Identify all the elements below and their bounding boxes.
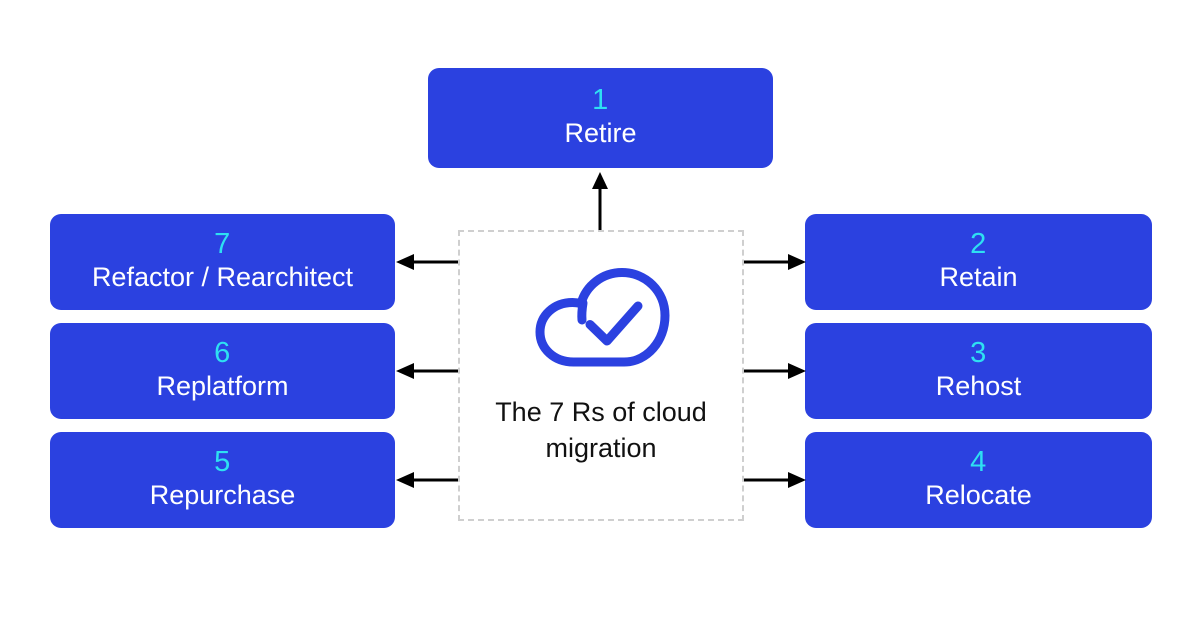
- diagram-node-rehost[interactable]: 3 Rehost: [805, 323, 1152, 419]
- node-label: Relocate: [925, 479, 1032, 510]
- node-number: 3: [970, 336, 987, 369]
- node-number: 2: [970, 227, 987, 260]
- node-label: Repurchase: [149, 479, 296, 510]
- node-number: 5: [214, 445, 231, 478]
- diagram-center-hub: The 7 Rs of cloud migration: [458, 230, 744, 521]
- node-number: 7: [214, 227, 231, 260]
- arrow-right-to-relocate: [744, 472, 806, 488]
- center-caption: The 7 Rs of cloud migration: [495, 394, 707, 466]
- diagram-node-retire[interactable]: 1 Retire: [428, 68, 773, 168]
- diagram-node-replatform[interactable]: 6 Replatform: [50, 323, 395, 419]
- cloud-check-icon: [535, 268, 670, 367]
- diagram-node-repurchase[interactable]: 5 Repurchase: [50, 432, 395, 528]
- diagram-node-refactor-rearchitect[interactable]: 7 Refactor / Rearchitect: [50, 214, 395, 310]
- arrow-left-to-repurchase: [396, 472, 458, 488]
- center-caption-line2: migration: [545, 433, 657, 463]
- node-label: Retain: [939, 261, 1018, 292]
- node-label: Refactor / Rearchitect: [91, 261, 354, 292]
- node-number: 4: [970, 445, 987, 478]
- diagram-node-relocate[interactable]: 4 Relocate: [805, 432, 1152, 528]
- node-number: 1: [592, 83, 609, 116]
- node-label: Retire: [564, 117, 637, 148]
- node-label: Replatform: [156, 370, 289, 401]
- arrow-left-to-replatform: [396, 363, 458, 379]
- diagram-node-retain[interactable]: 2 Retain: [805, 214, 1152, 310]
- node-label: Rehost: [935, 370, 1022, 401]
- arrow-up-to-retire: [592, 172, 608, 230]
- arrow-right-to-rehost: [744, 363, 806, 379]
- arrow-left-to-refactor-rearchitect: [396, 254, 458, 270]
- node-number: 6: [214, 336, 231, 369]
- arrow-right-to-retain: [744, 254, 806, 270]
- center-caption-line1: The 7 Rs of cloud: [495, 397, 707, 427]
